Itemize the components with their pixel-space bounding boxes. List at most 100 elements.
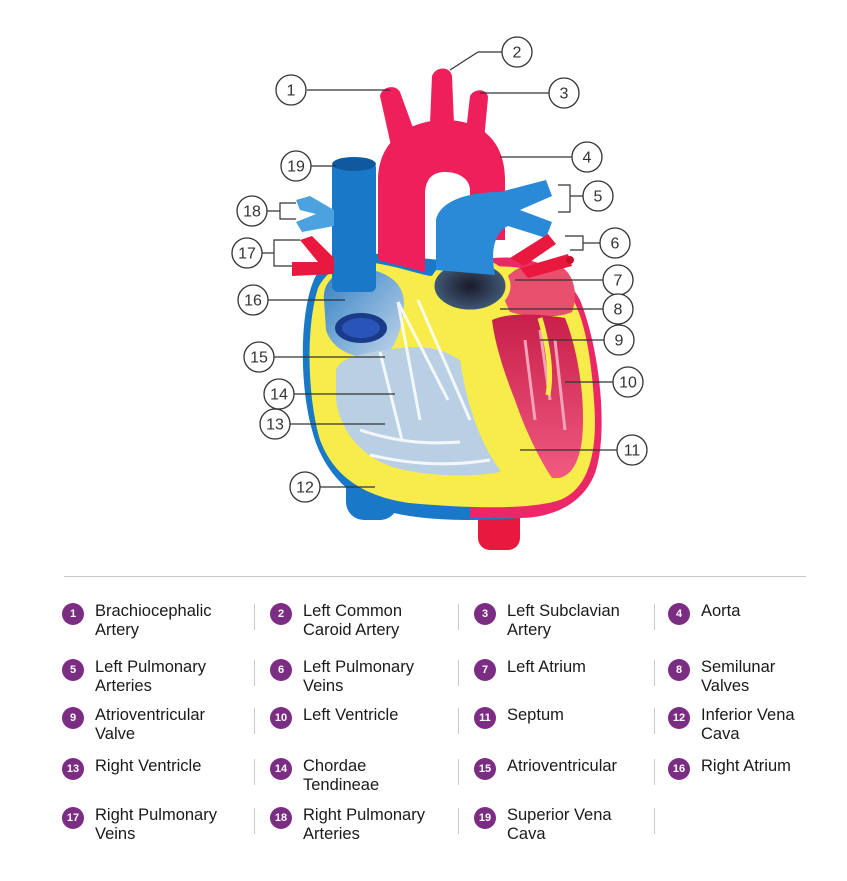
legend-item-19: 19 Superior Vena Cava xyxy=(474,806,652,844)
callout-circle xyxy=(548,77,580,109)
legend-number-badge: 6 xyxy=(270,659,292,681)
legend-label: Right Pulmonary Veins xyxy=(95,806,217,843)
callout-number: 2 xyxy=(513,45,522,62)
callout-number: 9 xyxy=(615,333,624,350)
legend-separator xyxy=(654,808,655,834)
legend-separator xyxy=(458,808,459,834)
legend-item-3: 3 Left Subclavian Artery xyxy=(474,602,652,640)
legend-number-badge: 13 xyxy=(62,758,84,780)
callout-number: 16 xyxy=(244,293,262,310)
callout-circle xyxy=(236,195,268,227)
legend-label: Left Common Caroid Artery xyxy=(303,602,403,639)
brachiocephalic-artery xyxy=(380,87,416,150)
left-subclavian-artery xyxy=(466,90,488,140)
left-atrium xyxy=(500,263,575,317)
callout-number: 10 xyxy=(619,375,637,392)
callout-5: 5 xyxy=(582,180,614,212)
legend-number-badge: 2 xyxy=(270,603,292,625)
callout-number: 18 xyxy=(243,204,261,221)
leader-lines xyxy=(262,51,617,488)
chordae-tendineae xyxy=(359,299,491,466)
callout-circle xyxy=(616,434,648,466)
callout-circle xyxy=(599,227,631,259)
callout-3: 3 xyxy=(548,77,580,109)
legend-label: Left Pulmonary Arteries xyxy=(95,658,206,695)
legend-item-15: 15 Atrioventricular xyxy=(474,757,652,780)
callout-1: 1 xyxy=(275,74,307,106)
left-ventricle xyxy=(492,314,584,479)
callout-number: 4 xyxy=(583,150,592,167)
left-common-carotid-artery xyxy=(430,68,454,124)
legend-number-badge: 19 xyxy=(474,807,496,829)
legend-separator xyxy=(254,708,255,734)
callout-19: 19 xyxy=(280,150,312,182)
callout-6: 6 xyxy=(599,227,631,259)
callout-9: 9 xyxy=(603,324,635,356)
legend-number-badge: 16 xyxy=(668,758,690,780)
callout-circle xyxy=(280,150,312,182)
callout-number: 11 xyxy=(624,443,641,460)
callout-circle xyxy=(263,378,295,410)
legend-separator xyxy=(254,660,255,686)
legend-number-badge: 15 xyxy=(474,758,496,780)
legend-label: Aorta xyxy=(701,602,741,620)
legend-label: Left Subclavian Artery xyxy=(507,602,620,639)
callout-number: 3 xyxy=(560,86,569,103)
legend-number-badge: 10 xyxy=(270,707,292,729)
right-pulmonary-veins xyxy=(292,236,334,276)
callout-17: 17 xyxy=(231,237,263,269)
callout-number: 6 xyxy=(611,236,620,253)
legend-label: Atrioventricular Valve xyxy=(95,706,206,743)
legend-separator xyxy=(654,708,655,734)
legend-item-13: 13 Right Ventricle xyxy=(62,757,240,780)
callout-number: 19 xyxy=(287,159,305,176)
legend-number-badge: 12 xyxy=(668,707,690,729)
legend-separator xyxy=(654,759,655,785)
callout-11: 11 xyxy=(616,434,648,466)
callout-13: 13 xyxy=(259,408,291,440)
callout-number: 12 xyxy=(296,480,314,497)
legend-item-2: 2 Left Common Caroid Artery xyxy=(270,602,448,640)
callout-circle xyxy=(289,471,321,503)
callout-circle xyxy=(582,180,614,212)
legend-number-badge: 4 xyxy=(668,603,690,625)
callout-circle xyxy=(237,284,269,316)
legend-label: Brachiocephalic Artery xyxy=(95,602,212,639)
legend-item-12: 12 Inferior Vena Cava xyxy=(668,706,841,744)
legend-separator xyxy=(458,759,459,785)
callout-circle xyxy=(275,74,307,106)
callout-14: 14 xyxy=(263,378,295,410)
legend-label: Septum xyxy=(507,706,564,724)
legend-separator xyxy=(458,604,459,630)
septum xyxy=(430,272,520,470)
legend-label: Right Ventricle xyxy=(95,757,202,775)
legend-number-badge: 3 xyxy=(474,603,496,625)
legend-label: Atrioventricular xyxy=(507,757,618,775)
legend-label: Superior Vena Cava xyxy=(507,806,612,843)
callout-circle xyxy=(612,366,644,398)
callout-16: 16 xyxy=(237,284,269,316)
legend-number-badge: 9 xyxy=(62,707,84,729)
callout-2: 2 xyxy=(501,36,533,68)
callout-4: 4 xyxy=(571,141,603,173)
legend-number-badge: 14 xyxy=(270,758,292,780)
callout-number: 14 xyxy=(270,387,288,404)
left-pulmonary-veins xyxy=(510,234,572,278)
legend-label: Right Pulmonary Arteries xyxy=(303,806,425,843)
superior-vena-cava-top xyxy=(332,157,376,171)
callout-15: 15 xyxy=(243,341,275,373)
legend-label: Left Atrium xyxy=(507,658,586,676)
right-pulmonary-arteries xyxy=(296,196,334,232)
legend-label: Inferior Vena Cava xyxy=(701,706,795,743)
